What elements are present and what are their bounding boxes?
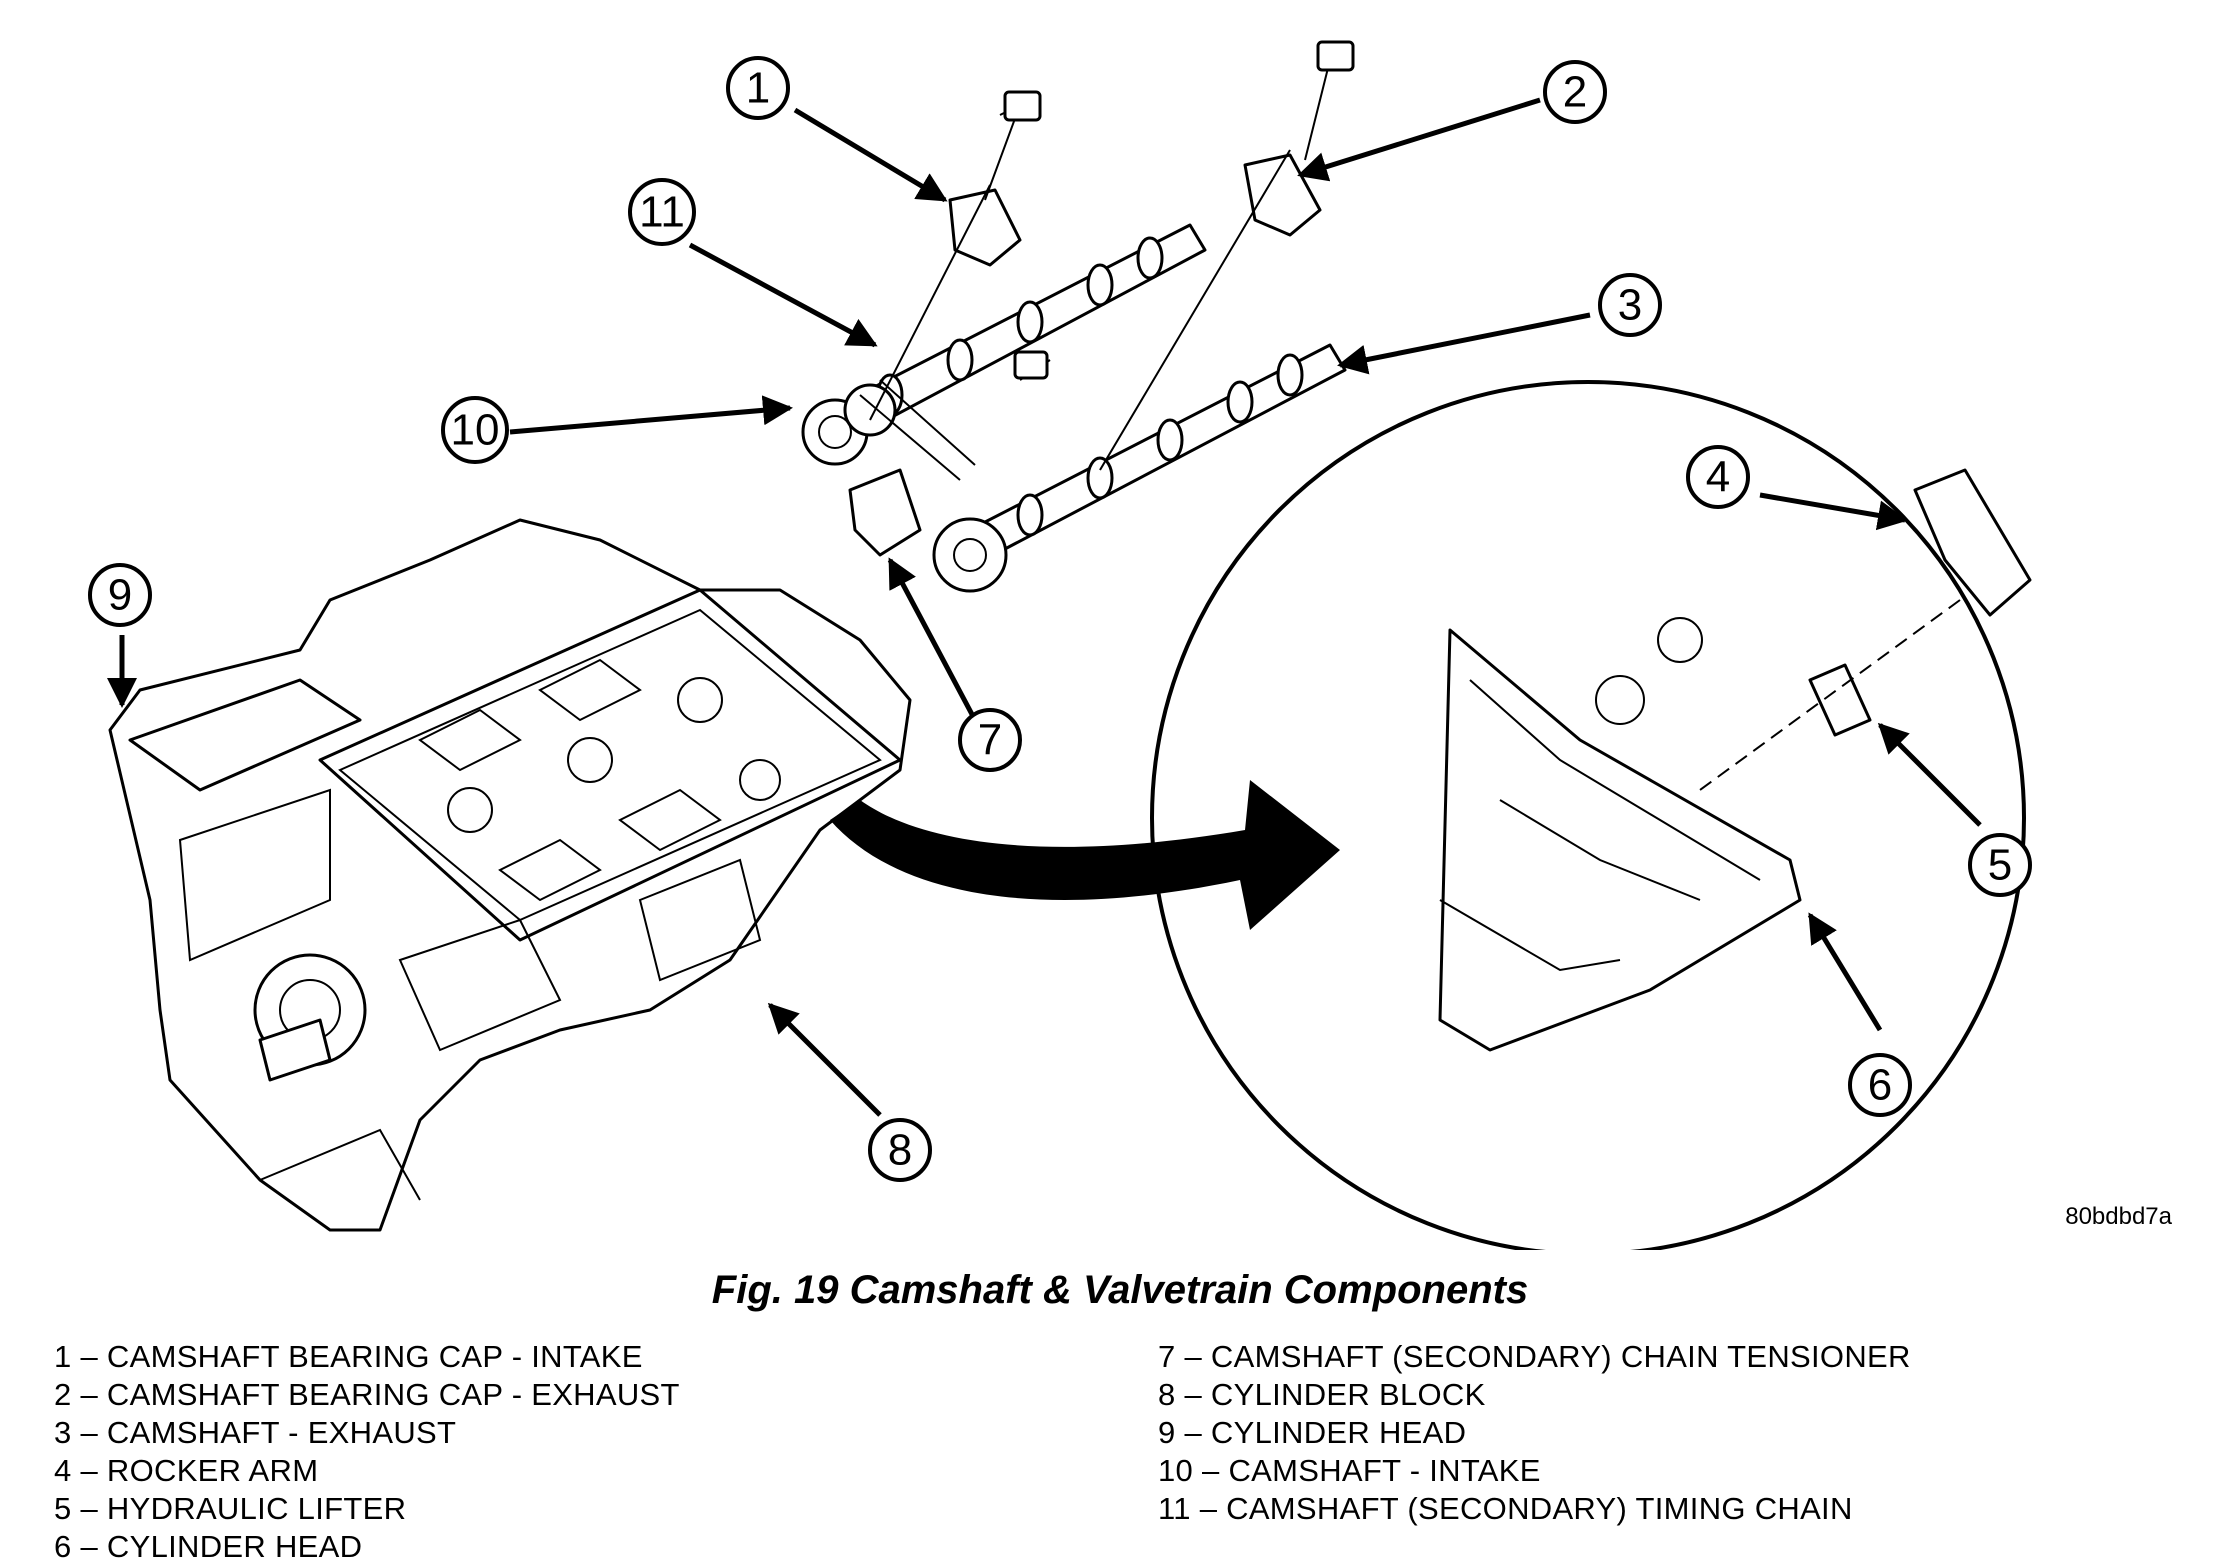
callout-9: 9 [88,563,152,627]
legend-item: 10 – CAMSHAFT - INTAKE [1158,1453,1541,1488]
legend-item: 5 – HYDRAULIC LIFTER [54,1491,407,1526]
legend-item: 11 – CAMSHAFT (SECONDARY) TIMING CHAIN [1158,1491,1853,1526]
legend-item: 9 – CYLINDER HEAD [1158,1415,1467,1450]
callout-5: 5 [1968,833,2032,897]
camshaft-assembly-drawing [801,40,1355,593]
legend-item: 3 – CAMSHAFT - EXHAUST [54,1415,457,1450]
callout-8: 8 [868,1118,932,1182]
callout-10: 10 [441,396,509,464]
svg-text:8: 8 [888,1126,912,1175]
legend-item: 6 – CYLINDER HEAD [54,1529,363,1564]
detail-inset [1150,380,2032,1250]
svg-text:1: 1 [746,64,770,113]
camshaft-valvetrain-diagram: 1 2 3 4 5 6 7 8 9 10 11 [88,40,2032,1250]
svg-text:4: 4 [1706,453,1730,502]
svg-text:5: 5 [1988,841,2012,890]
legend-item: 4 – ROCKER ARM [54,1453,319,1488]
figure-id-text: 80bdbd7a [2065,1203,2172,1230]
callout-3: 3 [1598,273,1662,337]
svg-text:3: 3 [1618,281,1642,330]
svg-text:2: 2 [1563,68,1587,117]
callout-11: 11 [628,178,696,246]
figure-title: Fig. 19 Camshaft & Valvetrain Components [711,1268,1529,1312]
callout-2: 2 [1543,60,1607,124]
callout-1: 1 [726,56,790,120]
svg-text:11: 11 [639,188,685,237]
callout-4: 4 [1686,445,1750,509]
magnify-arrow [830,780,1340,930]
legend-item: 8 – CYLINDER BLOCK [1158,1377,1486,1412]
svg-text:6: 6 [1868,1061,1892,1110]
svg-text:7: 7 [978,716,1002,765]
callout-6: 6 [1848,1053,1912,1117]
svg-text:9: 9 [108,571,132,620]
callout-7: 7 [958,708,1022,772]
legend-item: 2 – CAMSHAFT BEARING CAP - EXHAUST [54,1377,680,1412]
legend-left: 1 – CAMSHAFT BEARING CAP - INTAKE 2 – CA… [54,1338,680,1566]
engine-block-drawing [108,518,912,1232]
legend-item: 7 – CAMSHAFT (SECONDARY) CHAIN TENSIONER [1158,1339,1911,1374]
svg-text:10: 10 [451,406,500,455]
legend-item: 1 – CAMSHAFT BEARING CAP - INTAKE [54,1339,643,1374]
leader-lines [107,97,1982,1117]
legend-right: 7 – CAMSHAFT (SECONDARY) CHAIN TENSIONER… [1158,1338,1911,1528]
